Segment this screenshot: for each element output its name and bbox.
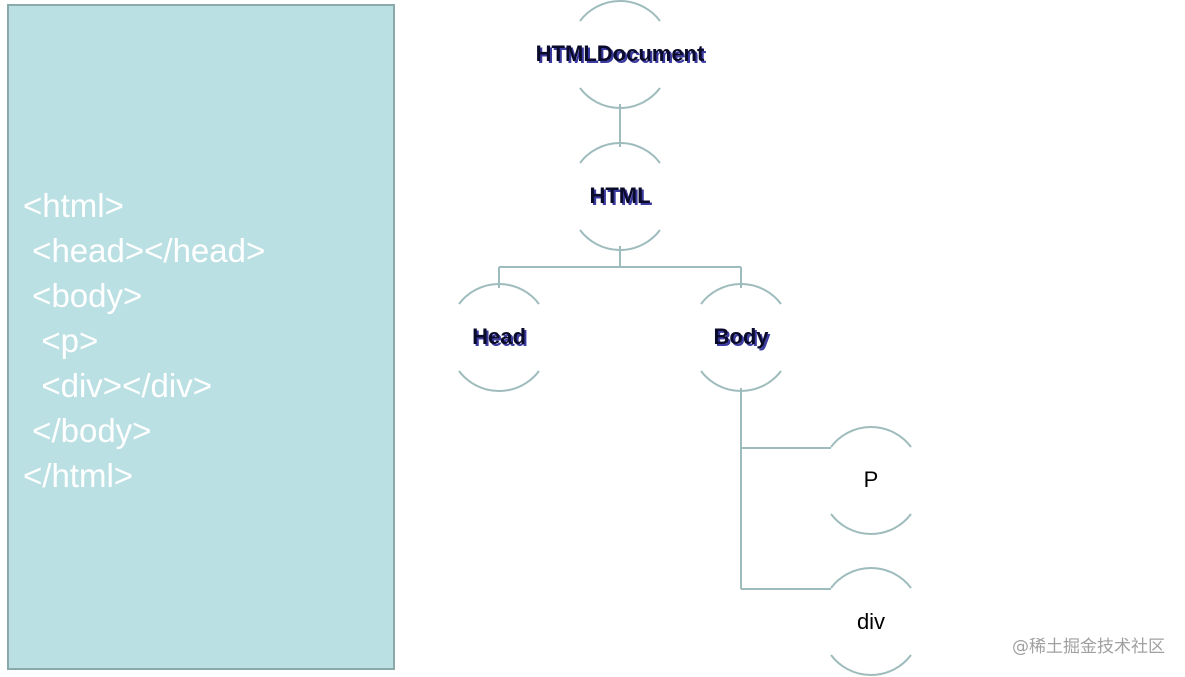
- node-arc-top: [579, 0, 661, 22]
- node-label-shadow: HTML: [591, 185, 652, 210]
- html-source-panel: <html> <head></head> <body> <p> <div></d…: [7, 4, 395, 670]
- node-label-head: Head: [472, 324, 526, 349]
- node-arc-top: [458, 283, 540, 305]
- node-arc-bottom: [700, 370, 782, 392]
- node-head: Head Head: [458, 283, 540, 392]
- tree-connectors: [498, 104, 831, 590]
- node-arc-bottom: [458, 370, 540, 392]
- node-arc-top: [700, 283, 782, 305]
- node-arc-bottom: [579, 87, 661, 109]
- code-line-body-close: </body>: [23, 412, 152, 449]
- code-line-html-open: <html>: [23, 187, 124, 224]
- node-p: P: [830, 426, 912, 535]
- node-label-html: HTML: [589, 183, 650, 208]
- node-body: Body Body: [700, 283, 782, 392]
- node-label-htmldocument: HTMLDocument: [536, 41, 705, 66]
- node-label-p: P: [864, 467, 879, 492]
- node-arc-bottom: [579, 229, 661, 251]
- node-arc-top: [830, 426, 912, 448]
- node-htmldocument: HTMLDocument HTMLDocument: [536, 0, 707, 109]
- node-arc-top: [830, 567, 912, 589]
- node-arc-bottom: [830, 654, 912, 676]
- node-label-shadow: HTMLDocument: [538, 43, 707, 68]
- node-label-body: Body: [714, 324, 770, 349]
- code-line-p: <p>: [23, 322, 99, 359]
- watermark-text: @稀土掘金技术社区: [1012, 637, 1165, 657]
- node-html: HTML HTML: [579, 142, 661, 251]
- code-line-head: <head></head>: [23, 232, 266, 269]
- node-arc-bottom: [830, 513, 912, 535]
- node-label-shadow: Body: [716, 326, 772, 351]
- node-label-shadow: Head: [474, 326, 528, 351]
- node-label-div: div: [857, 609, 885, 634]
- node-arc-top: [579, 142, 661, 164]
- node-div: div: [830, 567, 912, 676]
- code-line-div: <div></div>: [23, 367, 212, 404]
- code-line-body-open: <body>: [23, 277, 143, 314]
- code-line-html-close: </html>: [23, 457, 134, 494]
- html-source-code: <html> <head></head> <body> <p> <div></d…: [23, 183, 265, 498]
